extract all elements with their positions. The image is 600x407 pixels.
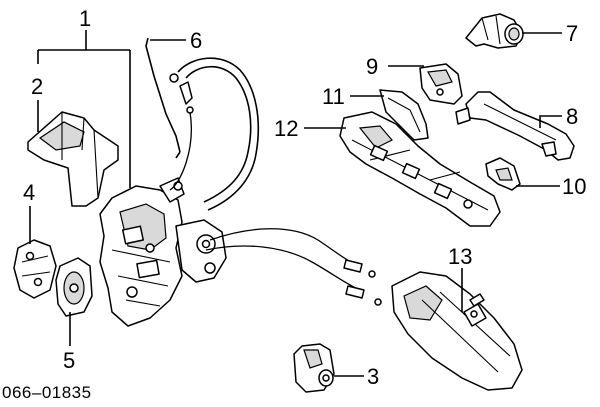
actuator-cable	[169, 111, 192, 191]
actuator-cover-bracket	[27, 111, 119, 207]
callout-12: 12	[274, 116, 298, 141]
callout-4: 4	[23, 180, 35, 205]
diagram-part-number: 066–01835	[2, 383, 92, 402]
callout-9: 9	[366, 54, 378, 79]
callout-3: 3	[367, 364, 379, 389]
lock-actuator-assembly	[99, 177, 227, 327]
leader-lines	[29, 30, 562, 377]
callout-11: 11	[322, 84, 345, 109]
callout-7: 7	[566, 21, 578, 46]
inside-handle-cables	[205, 228, 382, 306]
handle-gasket-part-9	[419, 63, 463, 105]
callout-5: 5	[63, 348, 75, 373]
lock-cylinder-part-7	[465, 13, 524, 49]
lock-rod-part-6	[145, 37, 181, 159]
callout-2: 2	[31, 74, 43, 99]
handle-frame-part-12	[339, 111, 501, 227]
handle-frame-gasket-part-11	[379, 89, 429, 141]
callout-labels: 1 2 3 4 5 6 7 8 9 10 11 12 13	[23, 6, 586, 389]
inside-handle-part-13	[391, 271, 523, 391]
handle-cap-part-10	[485, 157, 521, 191]
connector-part-3	[293, 343, 335, 393]
lock-seal-part-4	[13, 239, 57, 299]
callout-13: 13	[448, 244, 472, 269]
callout-6: 6	[190, 28, 202, 53]
callout-10: 10	[562, 174, 586, 199]
callout-1: 1	[79, 6, 91, 31]
outside-handle-part-8	[455, 91, 575, 161]
callout-8: 8	[566, 104, 578, 129]
lock-pad-part-5	[55, 257, 93, 317]
handle-rod-loop	[169, 57, 260, 211]
